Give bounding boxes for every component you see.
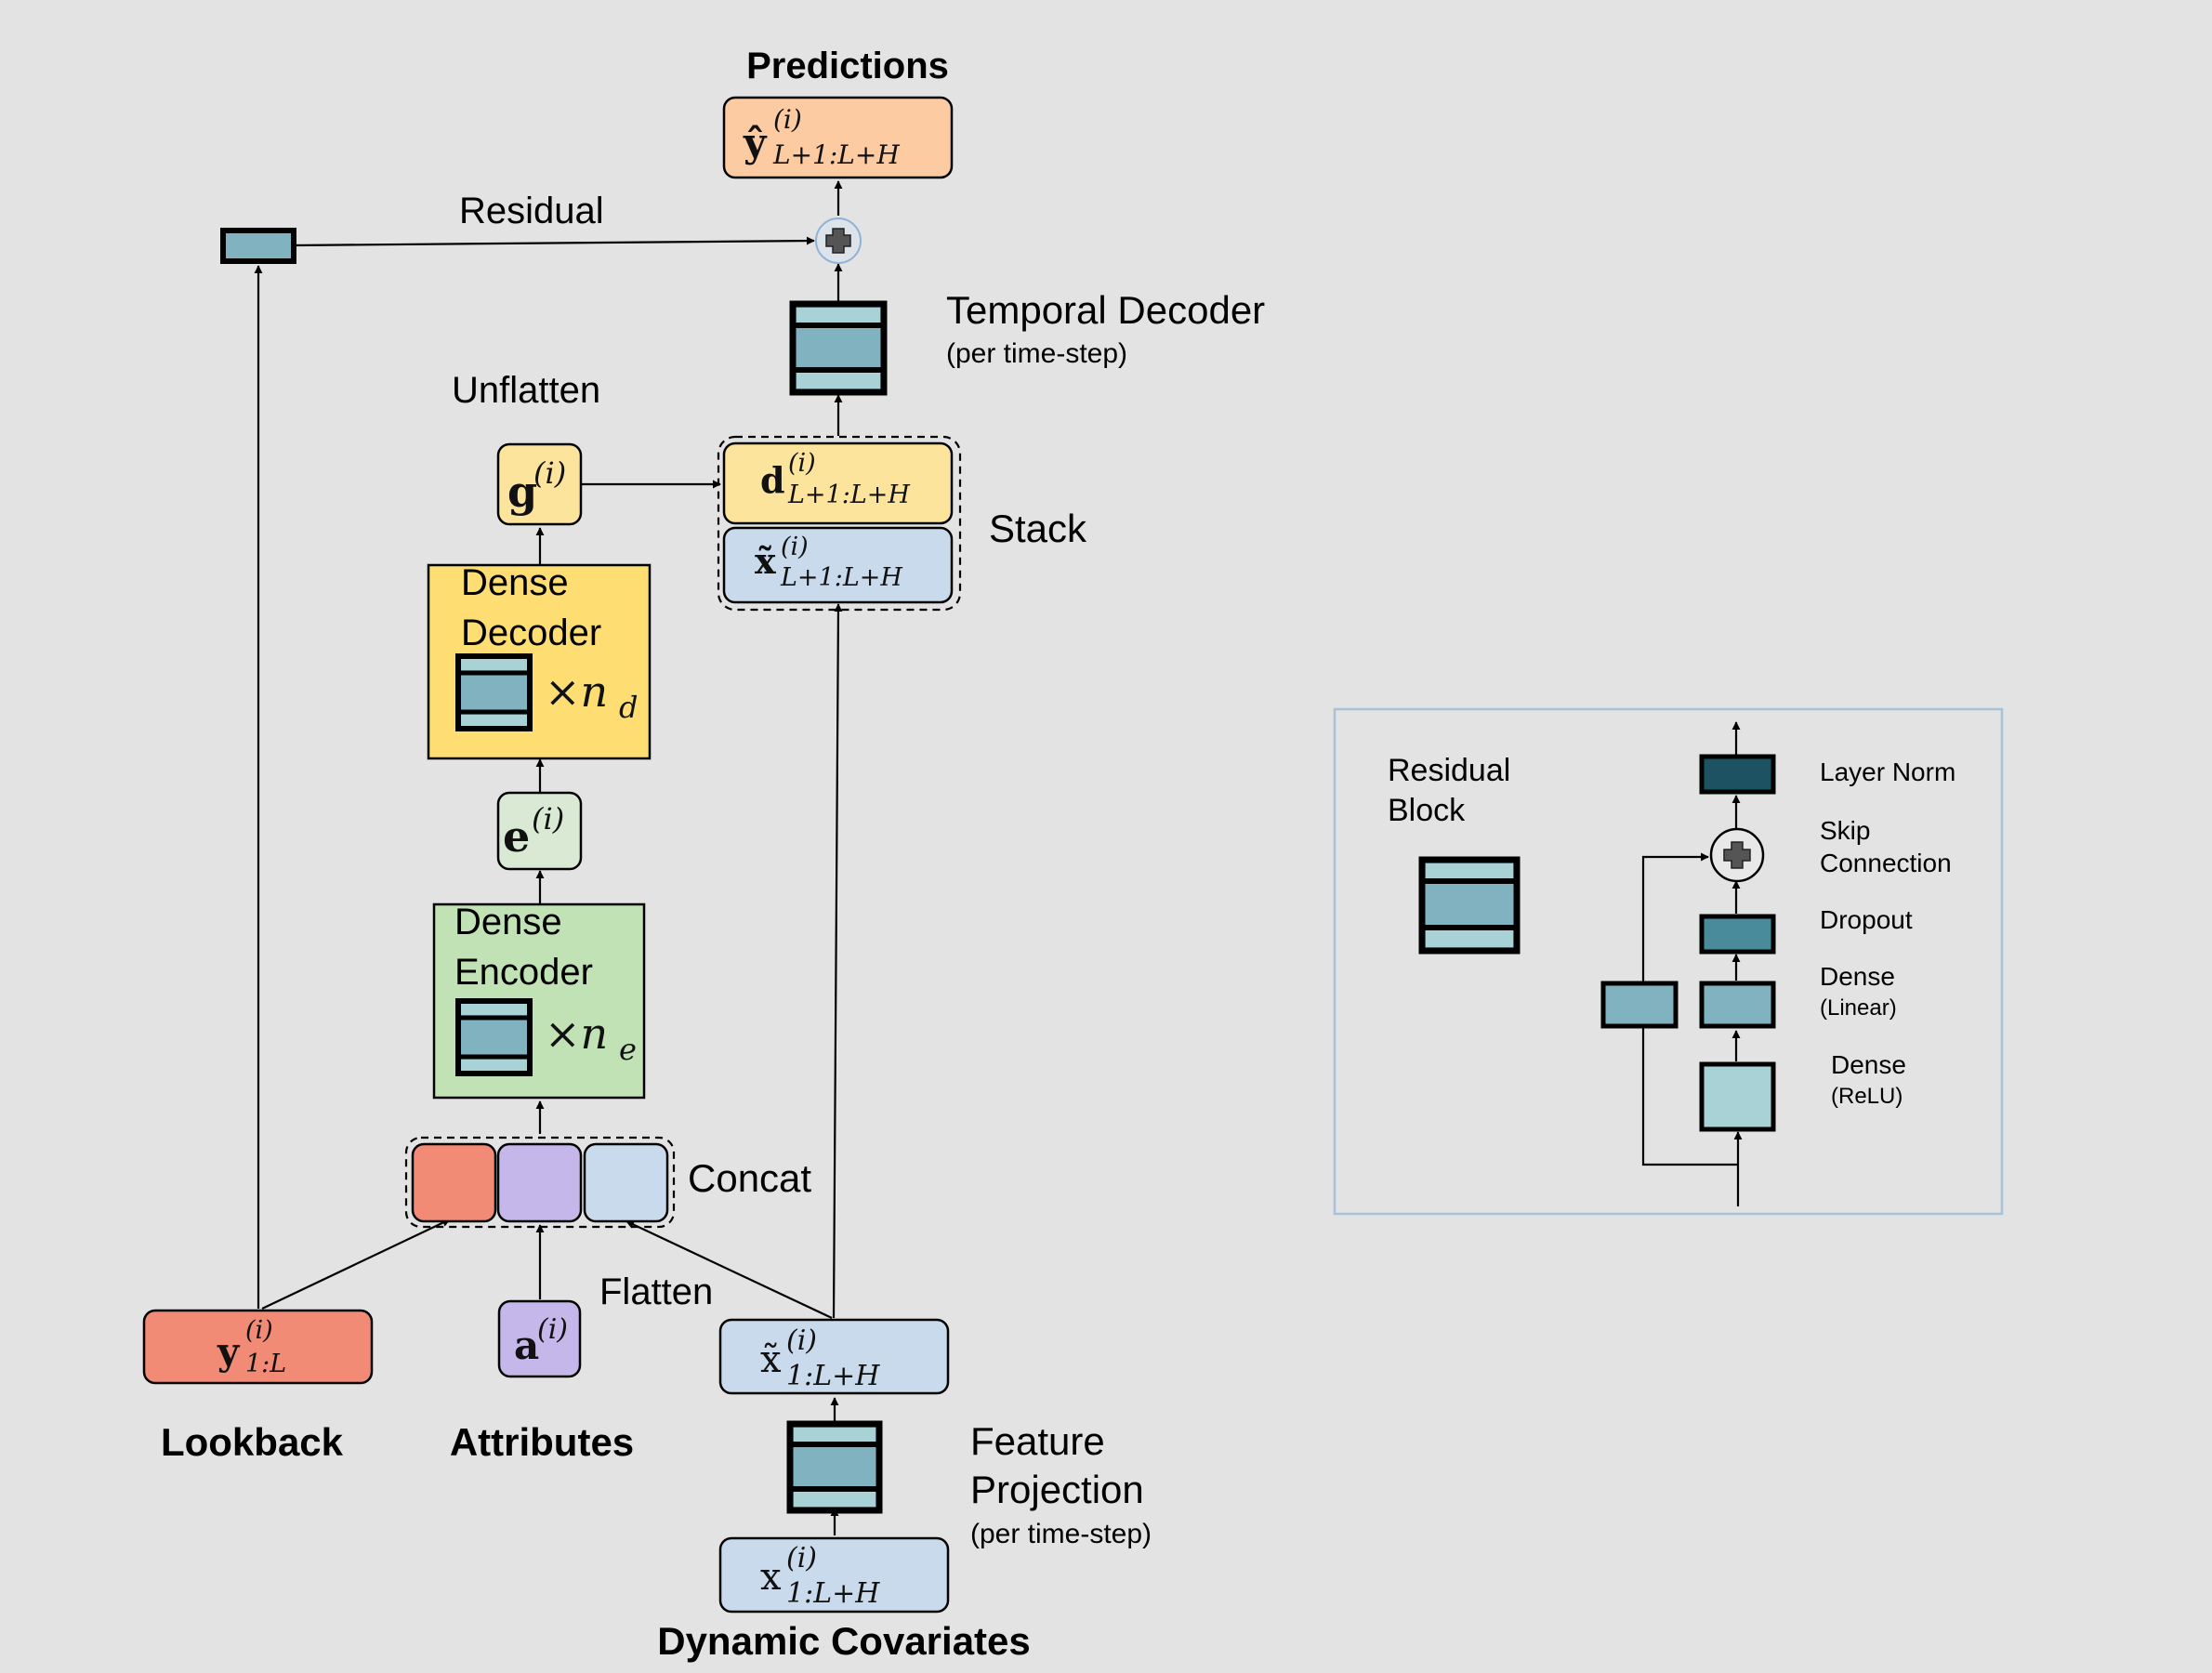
y-hat-sub: L+1:L+H [772, 139, 900, 170]
x-tilde-box: x̃ (i) 1:L+H [718, 1318, 950, 1395]
x-sup: (i) [786, 1542, 817, 1574]
dense-encoder-line2: Encoder [454, 952, 593, 993]
attributes-box: a (i) [497, 1299, 582, 1378]
y-hat-sup: (i) [773, 104, 802, 135]
d-sub: L+1:L+H [787, 481, 910, 509]
x-tilde-future-symbol: x̃ [755, 540, 776, 582]
prediction-box: ŷ (i) L+1:L+H [722, 96, 954, 179]
arrow-lookback-to-concat [261, 1219, 451, 1310]
legend-layer-norm-label: Layer Norm [1820, 757, 1955, 786]
attributes-label: Attributes [450, 1420, 634, 1464]
legend-residual-block-icon [1418, 856, 1521, 955]
dense-decoder-line1: Dense [461, 562, 569, 603]
encoder-residual-block-icon [455, 998, 533, 1076]
x-tilde-sub: 1:L+H [786, 1360, 880, 1392]
d-box: d (i) L+1:L+H [722, 441, 954, 525]
legend-dense-relu-label: Dense [1831, 1050, 1906, 1079]
stack-group-outline [717, 435, 962, 612]
x-tilde-symbol: x̃ [760, 1338, 782, 1381]
x-box: x (i) 1:L+H [718, 1536, 950, 1614]
dense-decoder-line2: Decoder [461, 613, 601, 653]
legend-dropout-label: Dropout [1820, 905, 1913, 934]
stack-label: Stack [989, 507, 1087, 550]
decoder-residual-block-icon [455, 653, 533, 731]
decoder-times-nd: ×n [545, 666, 608, 717]
x-tilde-future-box: x̃ (i) L+1:L+H [722, 526, 954, 604]
feature-projection-block [786, 1420, 883, 1514]
concat-label: Concat [688, 1156, 811, 1200]
feature-projection-line1: Feature [970, 1419, 1105, 1463]
feature-projection-line2: Projection [970, 1468, 1144, 1511]
legend-title-line1: Residual [1388, 753, 1510, 788]
concat-attributes-slot [496, 1142, 583, 1223]
legend-skip-linear-block [1600, 981, 1679, 1029]
connectors [254, 180, 843, 1535]
arrow-xtilde-to-stack [832, 603, 843, 1319]
x-sub: 1:L+H [786, 1577, 880, 1610]
x-symbol: x [760, 1556, 782, 1599]
e-box: e (i) [496, 791, 583, 871]
legend-title-line2: Block [1388, 793, 1466, 828]
x-tilde-sup: (i) [786, 1324, 817, 1357]
legend-skip-label-line1: Skip [1820, 816, 1870, 845]
dense-encoder-box: Dense Encoder ×n e [432, 902, 646, 1100]
unflatten-label: Unflatten [452, 370, 600, 411]
a-sup: (i) [537, 1313, 568, 1346]
y-symbol: y [217, 1330, 241, 1374]
arrow-residual-to-plus [293, 236, 815, 247]
legend-dense-relu-block [1699, 1061, 1776, 1132]
concat-covariates-slot [583, 1142, 669, 1223]
lookback-box: y (i) 1:L [142, 1309, 374, 1385]
residual-add-icon [815, 217, 862, 264]
encoder-times-ne: ×n [545, 1008, 608, 1059]
dense-encoder-line1: Dense [454, 902, 562, 942]
concat-lookback-slot [411, 1142, 497, 1223]
residual-block-legend: Residual Block Layer Norm S [1333, 707, 2004, 1216]
d-sup: (i) [788, 449, 816, 478]
g-box: g (i) [496, 442, 583, 526]
encoder-times-ne-sub: e [619, 1032, 637, 1067]
y-sup: (i) [245, 1316, 273, 1345]
d-symbol: d [760, 459, 785, 501]
y-sub: 1:L [245, 1350, 286, 1378]
g-symbol: g [507, 467, 537, 517]
g-sup: (i) [533, 455, 566, 491]
legend-dense-relu-sublabel: (ReLU) [1831, 1084, 1903, 1109]
y-hat-symbol: ŷ [743, 120, 768, 165]
temporal-decoder-block [789, 300, 888, 396]
residual-linear-block [220, 228, 296, 264]
legend-dense-linear-label: Dense [1820, 962, 1895, 991]
residual-label: Residual [459, 191, 604, 231]
temporal-decoder-label: Temporal Decoder [946, 288, 1265, 332]
x-tilde-future-sup: (i) [781, 533, 809, 561]
predictions-label: Predictions [746, 46, 949, 86]
dynamic-covariates-label: Dynamic Covariates [657, 1619, 1031, 1663]
legend-skip-add-icon [1709, 827, 1765, 883]
e-sup: (i) [532, 801, 564, 836]
feature-projection-sublabel: (per time-step) [970, 1519, 1152, 1549]
decoder-times-nd-sub: d [619, 690, 638, 725]
legend-skip-label-line2: Connection [1820, 849, 1952, 877]
legend-dense-linear-block [1699, 981, 1776, 1029]
legend-layer-norm-block [1699, 754, 1776, 795]
legend-dropout-block [1699, 914, 1776, 955]
concat-group-outline [404, 1136, 676, 1229]
dense-decoder-box: Dense Decoder ×n d [427, 562, 652, 760]
temporal-decoder-sublabel: (per time-step) [946, 338, 1127, 369]
x-tilde-future-sub: L+1:L+H [780, 563, 902, 592]
lookback-label: Lookback [161, 1420, 344, 1464]
arrow-xtilde-to-concat [625, 1220, 833, 1319]
e-symbol: e [503, 811, 530, 862]
legend-dense-linear-sublabel: (Linear) [1820, 995, 1897, 1021]
a-symbol: a [514, 1323, 539, 1368]
flatten-label: Flatten [599, 1271, 713, 1312]
